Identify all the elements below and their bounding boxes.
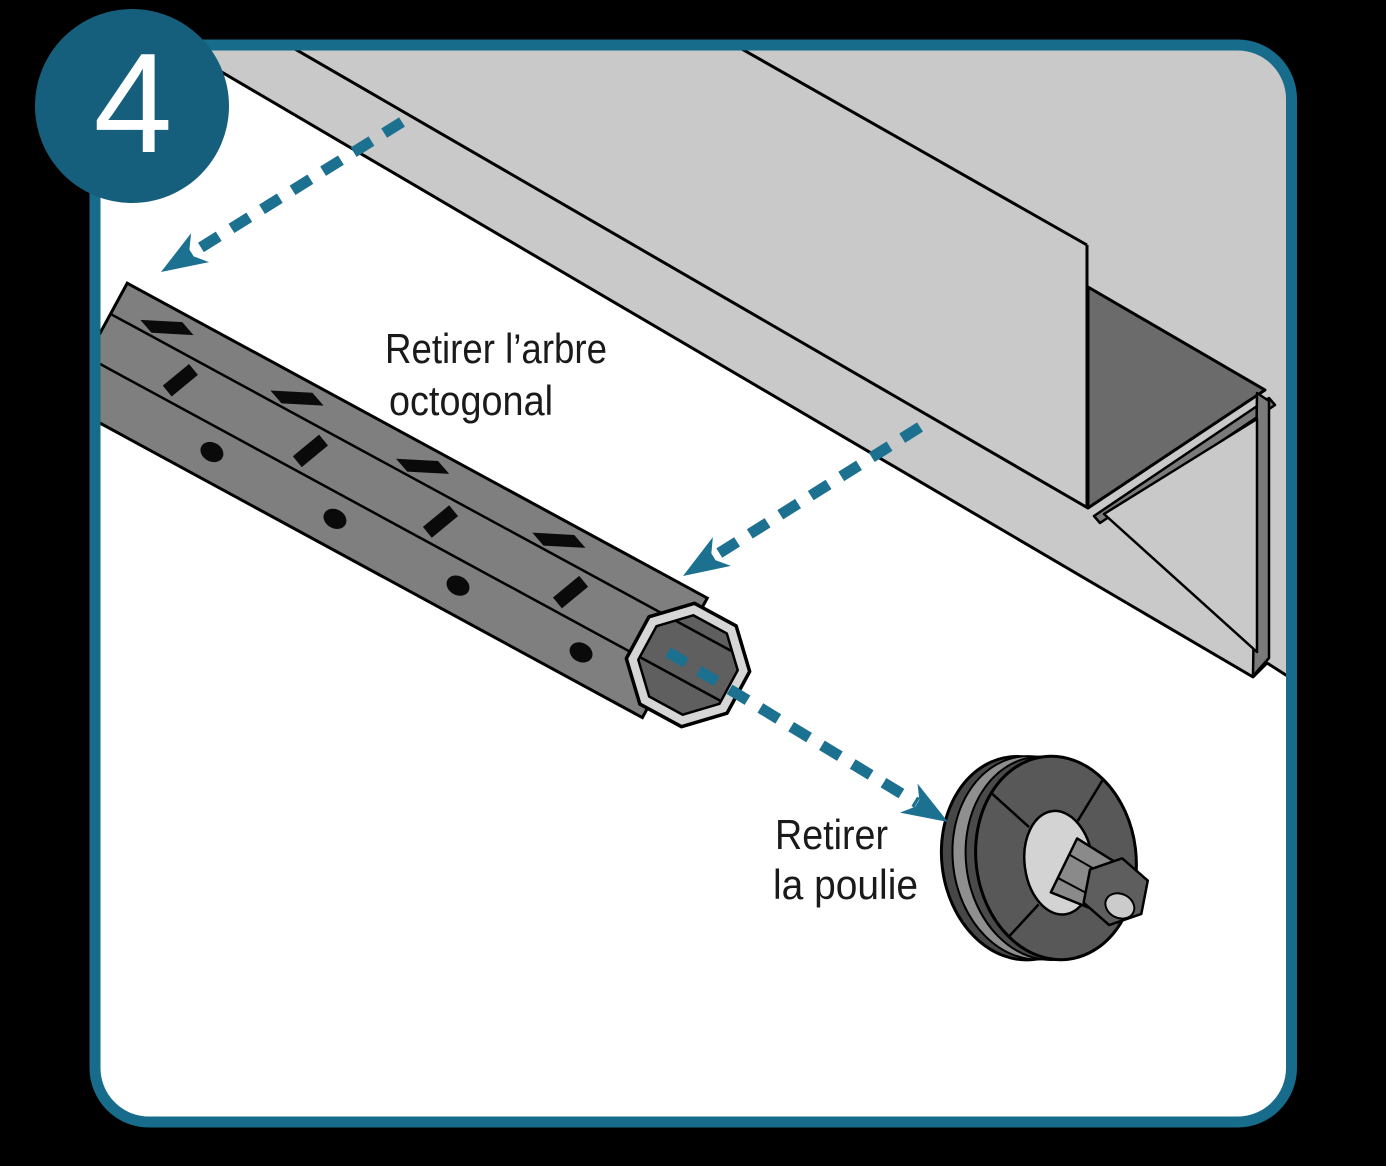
lintel-interior-shadow: [1086, 285, 1267, 510]
lintel-to-shaft-end-arrow: [683, 422, 923, 576]
label-remove-pulley-line2: la poulie: [773, 861, 918, 908]
lintel-top-front-edge: [732, 50, 1088, 247]
shaft-end-to-pulley-arrow: [665, 647, 948, 822]
shaft-middle-slots: [162, 364, 589, 609]
lintel-box: [165, 50, 1286, 686]
lintel-body: [165, 50, 1286, 686]
pulley-hex-shaft: [1049, 837, 1150, 927]
lintel-end-face: [1102, 417, 1259, 654]
lintel-underside-edge: [287, 50, 1089, 510]
shaft-bottom-holes: [200, 441, 593, 663]
shaft-end-inner-edges: [639, 619, 733, 703]
step-badge-circle: [35, 9, 229, 203]
annotation-arrows: [161, 117, 948, 822]
step-badge-number: 4: [94, 24, 173, 183]
arrowhead-icon: [161, 233, 210, 272]
label-remove-pulley-line1: Retirer: [775, 811, 888, 858]
label-remove-shaft-line1: Retirer l’arbre: [385, 325, 607, 372]
shaft-top-slots: [140, 319, 586, 548]
lintel-to-shaft-arrow: [161, 117, 405, 272]
shaft-facet-edge-upper: [109, 312, 692, 630]
label-remove-shaft: Retirer l’arbre octogonal: [385, 325, 607, 424]
label-remove-pulley: Retirer la poulie: [773, 811, 918, 908]
panel-border: [89, 39, 1297, 1128]
pulley: [939, 754, 1150, 962]
arrowhead-icon: [683, 537, 731, 576]
shaft-facet-edge-lower: [100, 355, 668, 674]
step-badge: 4: [35, 9, 229, 203]
label-remove-shaft-line2: octogonal: [389, 377, 553, 424]
arrowhead-icon: [899, 783, 948, 822]
